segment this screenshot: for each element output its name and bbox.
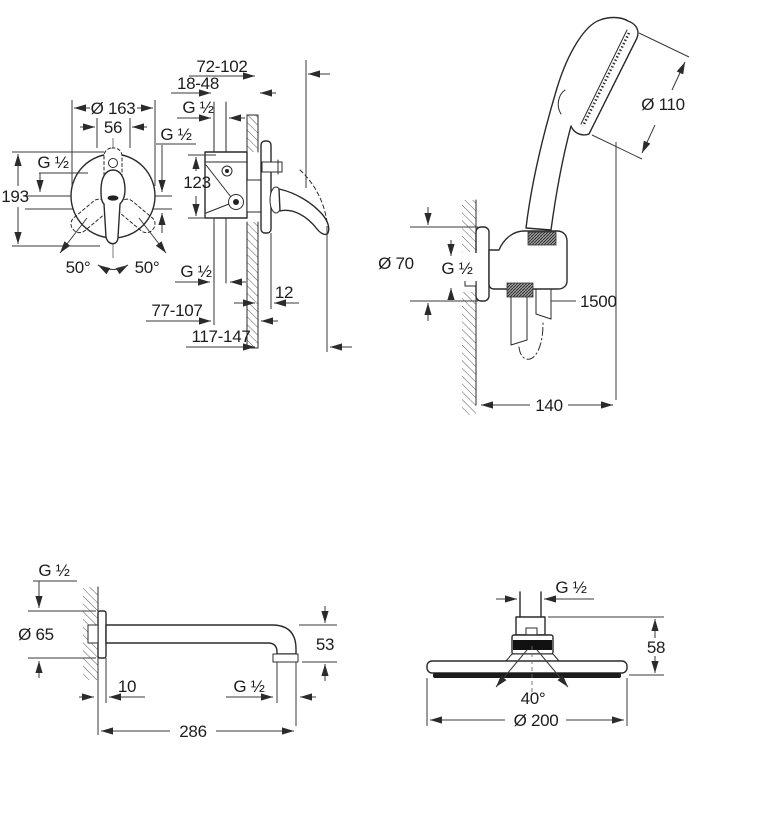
- dim-label-mixer-diameter: Ø 163: [91, 99, 136, 118]
- dim-label-arm-drop: 53: [316, 635, 334, 654]
- hose-knurl-nut: [506, 282, 534, 298]
- dim-label-spray-angle: 40°: [521, 689, 546, 708]
- lever-handle: [100, 169, 126, 245]
- spray-face-band: [433, 673, 621, 678]
- dim-label-arm-length: 286: [179, 722, 206, 741]
- head-shower-view: G ½ 58 40° Ø 200: [426, 578, 665, 730]
- spout-stub: [261, 161, 283, 173]
- dim-label-depth-max: 72-102: [196, 57, 247, 76]
- arm-tube: [105, 624, 297, 655]
- dim-label-hose-length: 1500: [580, 292, 617, 311]
- handle-slot: [107, 195, 119, 201]
- hand-shower-view: Ø 110 Ø 70 G ½ 1500 140: [378, 16, 690, 415]
- arm-thread-connector: [87, 624, 99, 644]
- dim-label-arm-wall-gap: 10: [118, 677, 136, 696]
- dim-label-range-lower: 77-107: [151, 301, 202, 320]
- dim-label-depth-min: 18-48: [177, 74, 219, 93]
- shower-arm-view: G ½ Ø 65 10 G ½ 53 286: [18, 561, 337, 741]
- dim-label-angle-left: 50°: [66, 258, 91, 277]
- dim-label-thread-right: G ½: [160, 125, 191, 144]
- dim-label-holder-thread: G ½: [441, 259, 472, 278]
- dim-label-head-height: 58: [647, 638, 665, 657]
- handle-knurl-nut: [527, 231, 557, 246]
- shower-hose: [510, 288, 552, 360]
- dim-label-arm-flange-diameter: Ø 65: [18, 625, 54, 644]
- swing-arc-left: [97, 264, 129, 275]
- dim-label-trim-thickness: 12: [275, 283, 293, 302]
- spray-face-edge: [580, 29, 628, 125]
- mixer-front-view: Ø 163 56 G ½ G ½ 193 50° 50°: [1, 99, 196, 277]
- arm-outlet-thread: [272, 653, 299, 663]
- dim-label-head-diameter: Ø 110: [641, 95, 685, 114]
- dim-label-thread-bottom: G ½: [180, 262, 211, 281]
- dim-label-angle-right: 50°: [135, 258, 160, 277]
- wall-hatch-holder: [462, 199, 477, 415]
- arm-flange: [97, 610, 107, 659]
- mixer-side-view: 72-102 18-48 G ½ 123 G ½ 12 77-107: [146, 57, 352, 352]
- lever-handle-side: [278, 188, 330, 236]
- dim-label-mixer-width: 56: [104, 118, 122, 137]
- dim-label-head-diameter: Ø 200: [514, 711, 559, 730]
- dim-label-head-thread: G ½: [555, 578, 586, 597]
- dim-label-thread-top: G ½: [182, 98, 213, 117]
- dim-label-range-total: 117-147: [191, 327, 250, 346]
- wall-hatch: [246, 114, 259, 349]
- mode-button: [557, 89, 566, 115]
- dim-label-arm-thread-wall: G ½: [38, 561, 69, 580]
- collar-black-band: [513, 640, 552, 650]
- dim-label-mixer-height: 193: [1, 187, 28, 206]
- holder-body: [488, 230, 568, 290]
- dim-label-port-spacing: 123: [183, 173, 210, 192]
- dim-label-wall-distance: 140: [535, 396, 562, 415]
- shower-plate: [426, 660, 628, 674]
- spray-nozzles: [581, 32, 631, 127]
- dim-label-thread-left: G ½: [37, 153, 68, 172]
- dim-label-holder-diameter: Ø 70: [378, 254, 414, 273]
- dim-label-arm-thread-outlet: G ½: [233, 677, 264, 696]
- escutcheon-side: [260, 140, 272, 234]
- hand-shower-body: [525, 16, 639, 231]
- handle-swing-dashed: [299, 169, 328, 223]
